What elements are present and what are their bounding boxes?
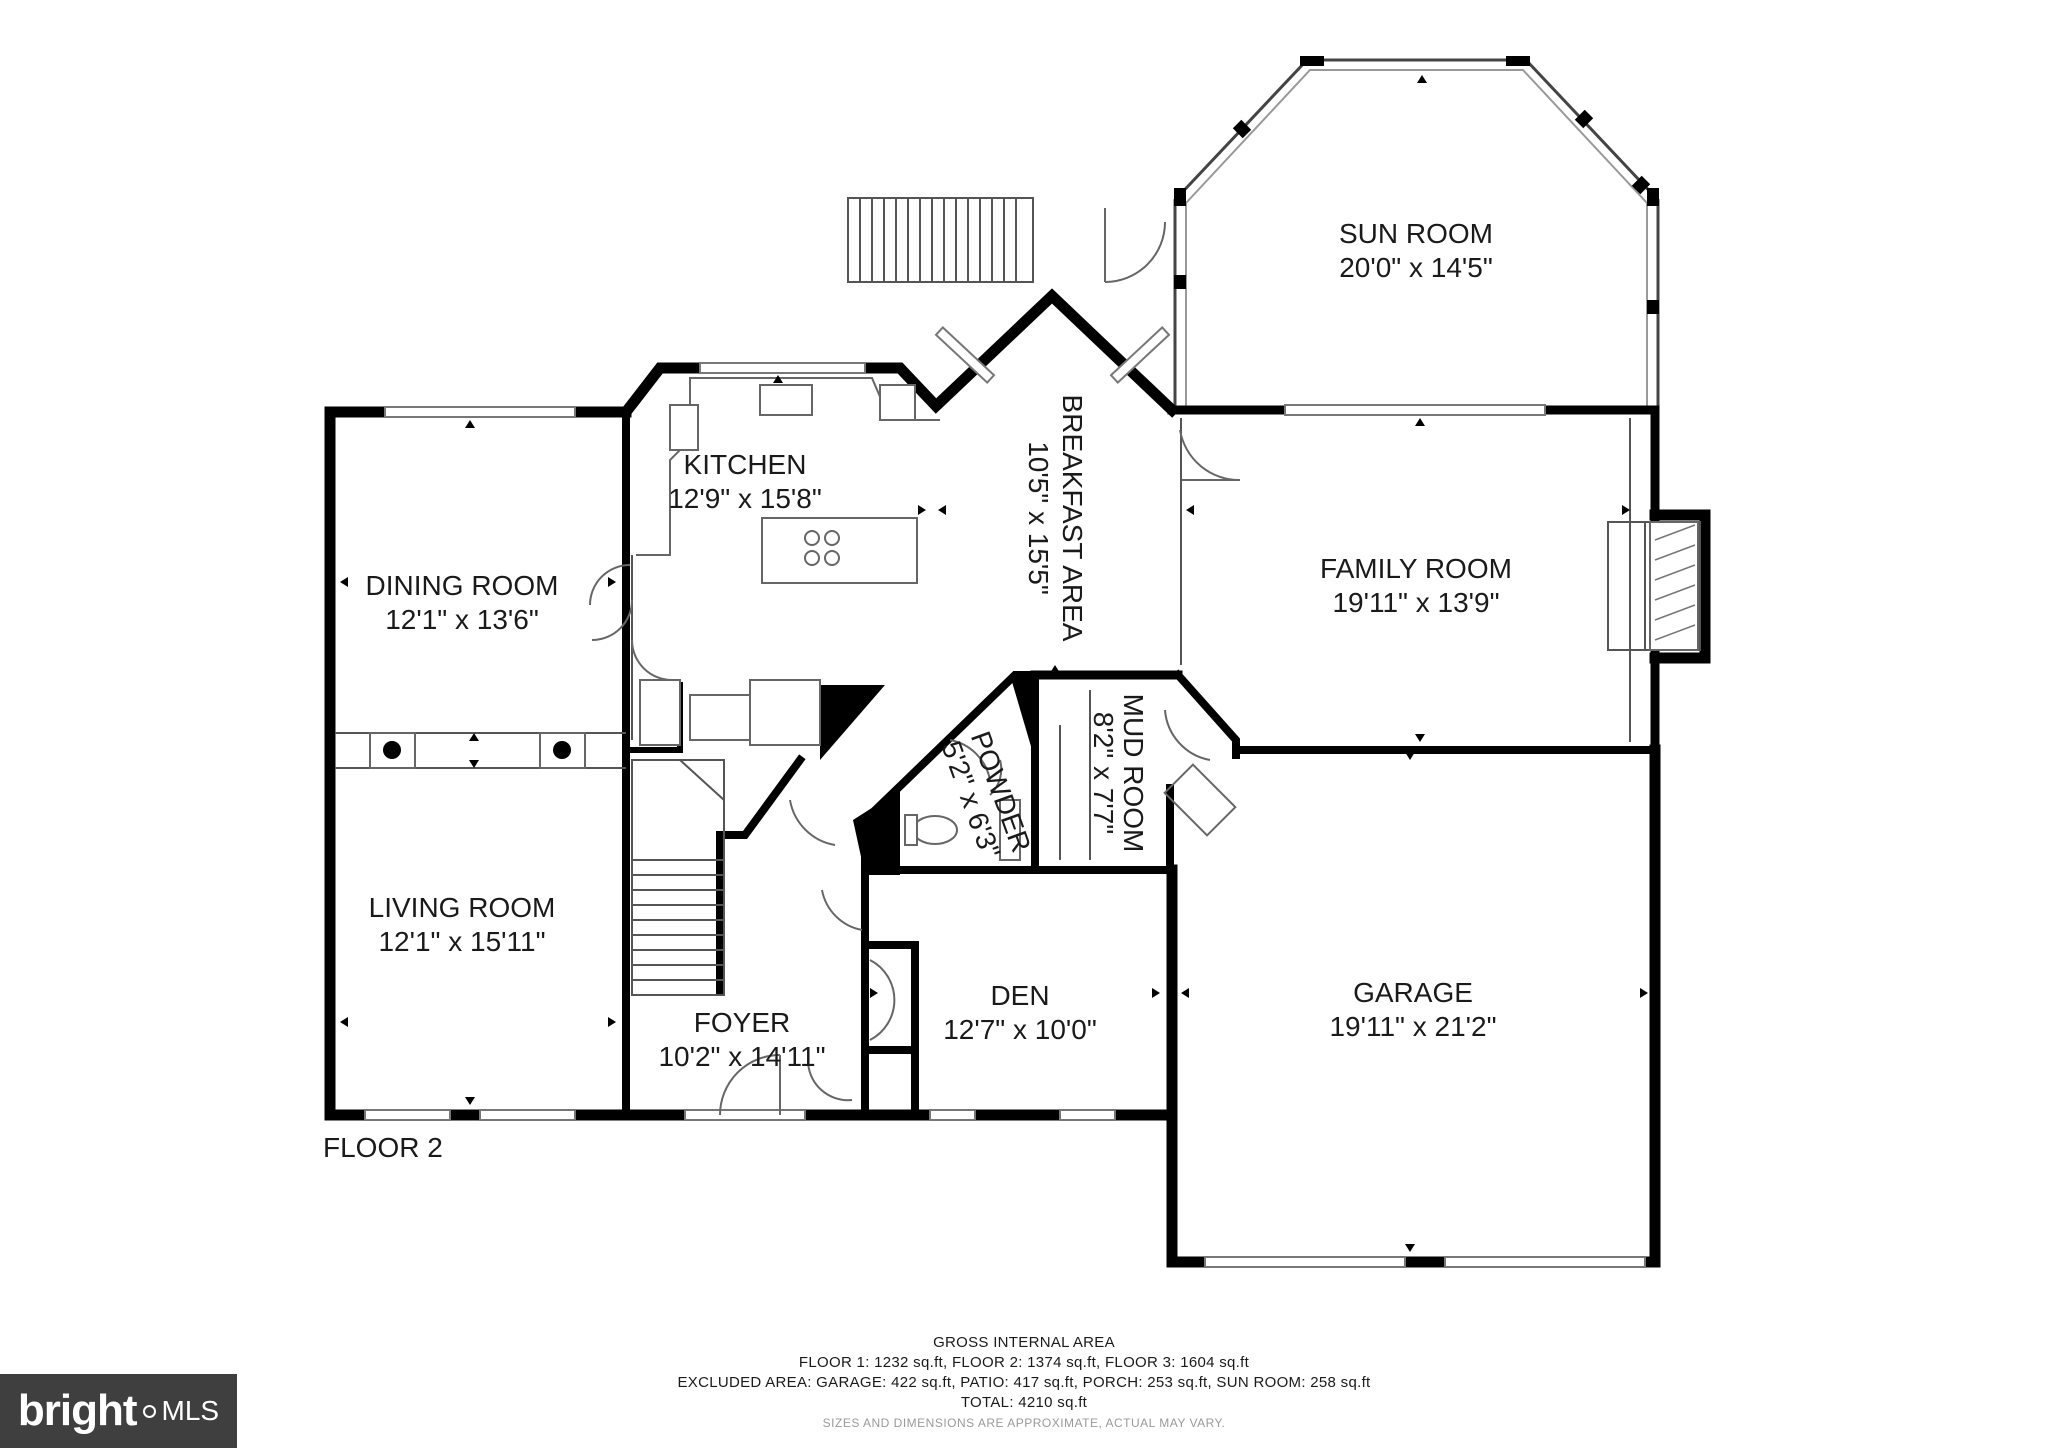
floor-label: FLOOR 2: [323, 1132, 443, 1163]
room-name: MUD ROOM: [1118, 694, 1149, 853]
area-excluded: EXCLUDED AREA: GARAGE: 422 sq.ft, PATIO:…: [677, 1374, 1371, 1391]
powder-fixtures: [904, 799, 1021, 861]
interior-staircase: [631, 759, 725, 996]
room-name: GARAGE: [1353, 977, 1473, 1008]
area-title: GROSS INTERNAL AREA: [933, 1334, 1115, 1351]
doors: [589, 429, 1241, 1116]
bright-mls-logo: bright MLS: [0, 1374, 237, 1448]
fireplace: [1649, 521, 1699, 651]
room-dims: 12'1" x 13'6": [385, 604, 539, 635]
room-name: KITCHEN: [684, 449, 807, 480]
room-name: BREAKFAST AREA: [1057, 395, 1088, 642]
room-name: SUN ROOM: [1339, 218, 1493, 249]
room-dims: 10'5" x 15'5": [1023, 441, 1054, 595]
room-labels: SUN ROOM 20'0" x 14'5" KITCHEN 12'9" x 1…: [366, 218, 1512, 1072]
ceiling-fixtures: [369, 732, 586, 769]
windows: [364, 326, 1646, 1268]
room-name: FOYER: [694, 1007, 790, 1038]
area-floors: FLOOR 1: 1232 sq.ft, FLOOR 2: 1374 sq.ft…: [798, 1354, 1250, 1371]
room-name: DEN: [990, 980, 1049, 1011]
area-total: TOTAL: 4210 sq.ft: [960, 1394, 1088, 1411]
logo-dot-icon: [142, 1404, 156, 1418]
room-dims: 8'2" x 7'7": [1088, 712, 1119, 834]
kitchen-fixtures: [636, 377, 940, 746]
room-name: DINING ROOM: [366, 570, 559, 601]
room-name: FAMILY ROOM: [1320, 553, 1512, 584]
room-dims: 10'2" x 14'11": [658, 1041, 825, 1072]
room-dims: 12'1" x 15'11": [378, 926, 545, 957]
room-dims: 19'11" x 13'9": [1332, 587, 1499, 618]
room-dims: 12'9" x 15'8": [668, 483, 822, 514]
room-dims: 12'7" x 10'0": [943, 1014, 1097, 1045]
logo-suffix: MLS: [161, 1395, 220, 1426]
area-note: SIZES AND DIMENSIONS ARE APPROXIMATE, AC…: [822, 1416, 1226, 1430]
sun-room-walls: [1173, 56, 1660, 406]
dimension-markers: [340, 75, 1648, 1252]
area-summary: GROSS INTERNAL AREA FLOOR 1: 1232 sq.ft,…: [0, 1333, 2048, 1433]
room-dims: 19'11" x 21'2": [1329, 1011, 1496, 1042]
logo-brand: bright: [17, 1386, 138, 1435]
room-dims: 20'0" x 14'5": [1339, 252, 1493, 283]
exterior-stairs: [847, 197, 1166, 283]
room-name: LIVING ROOM: [369, 892, 556, 923]
